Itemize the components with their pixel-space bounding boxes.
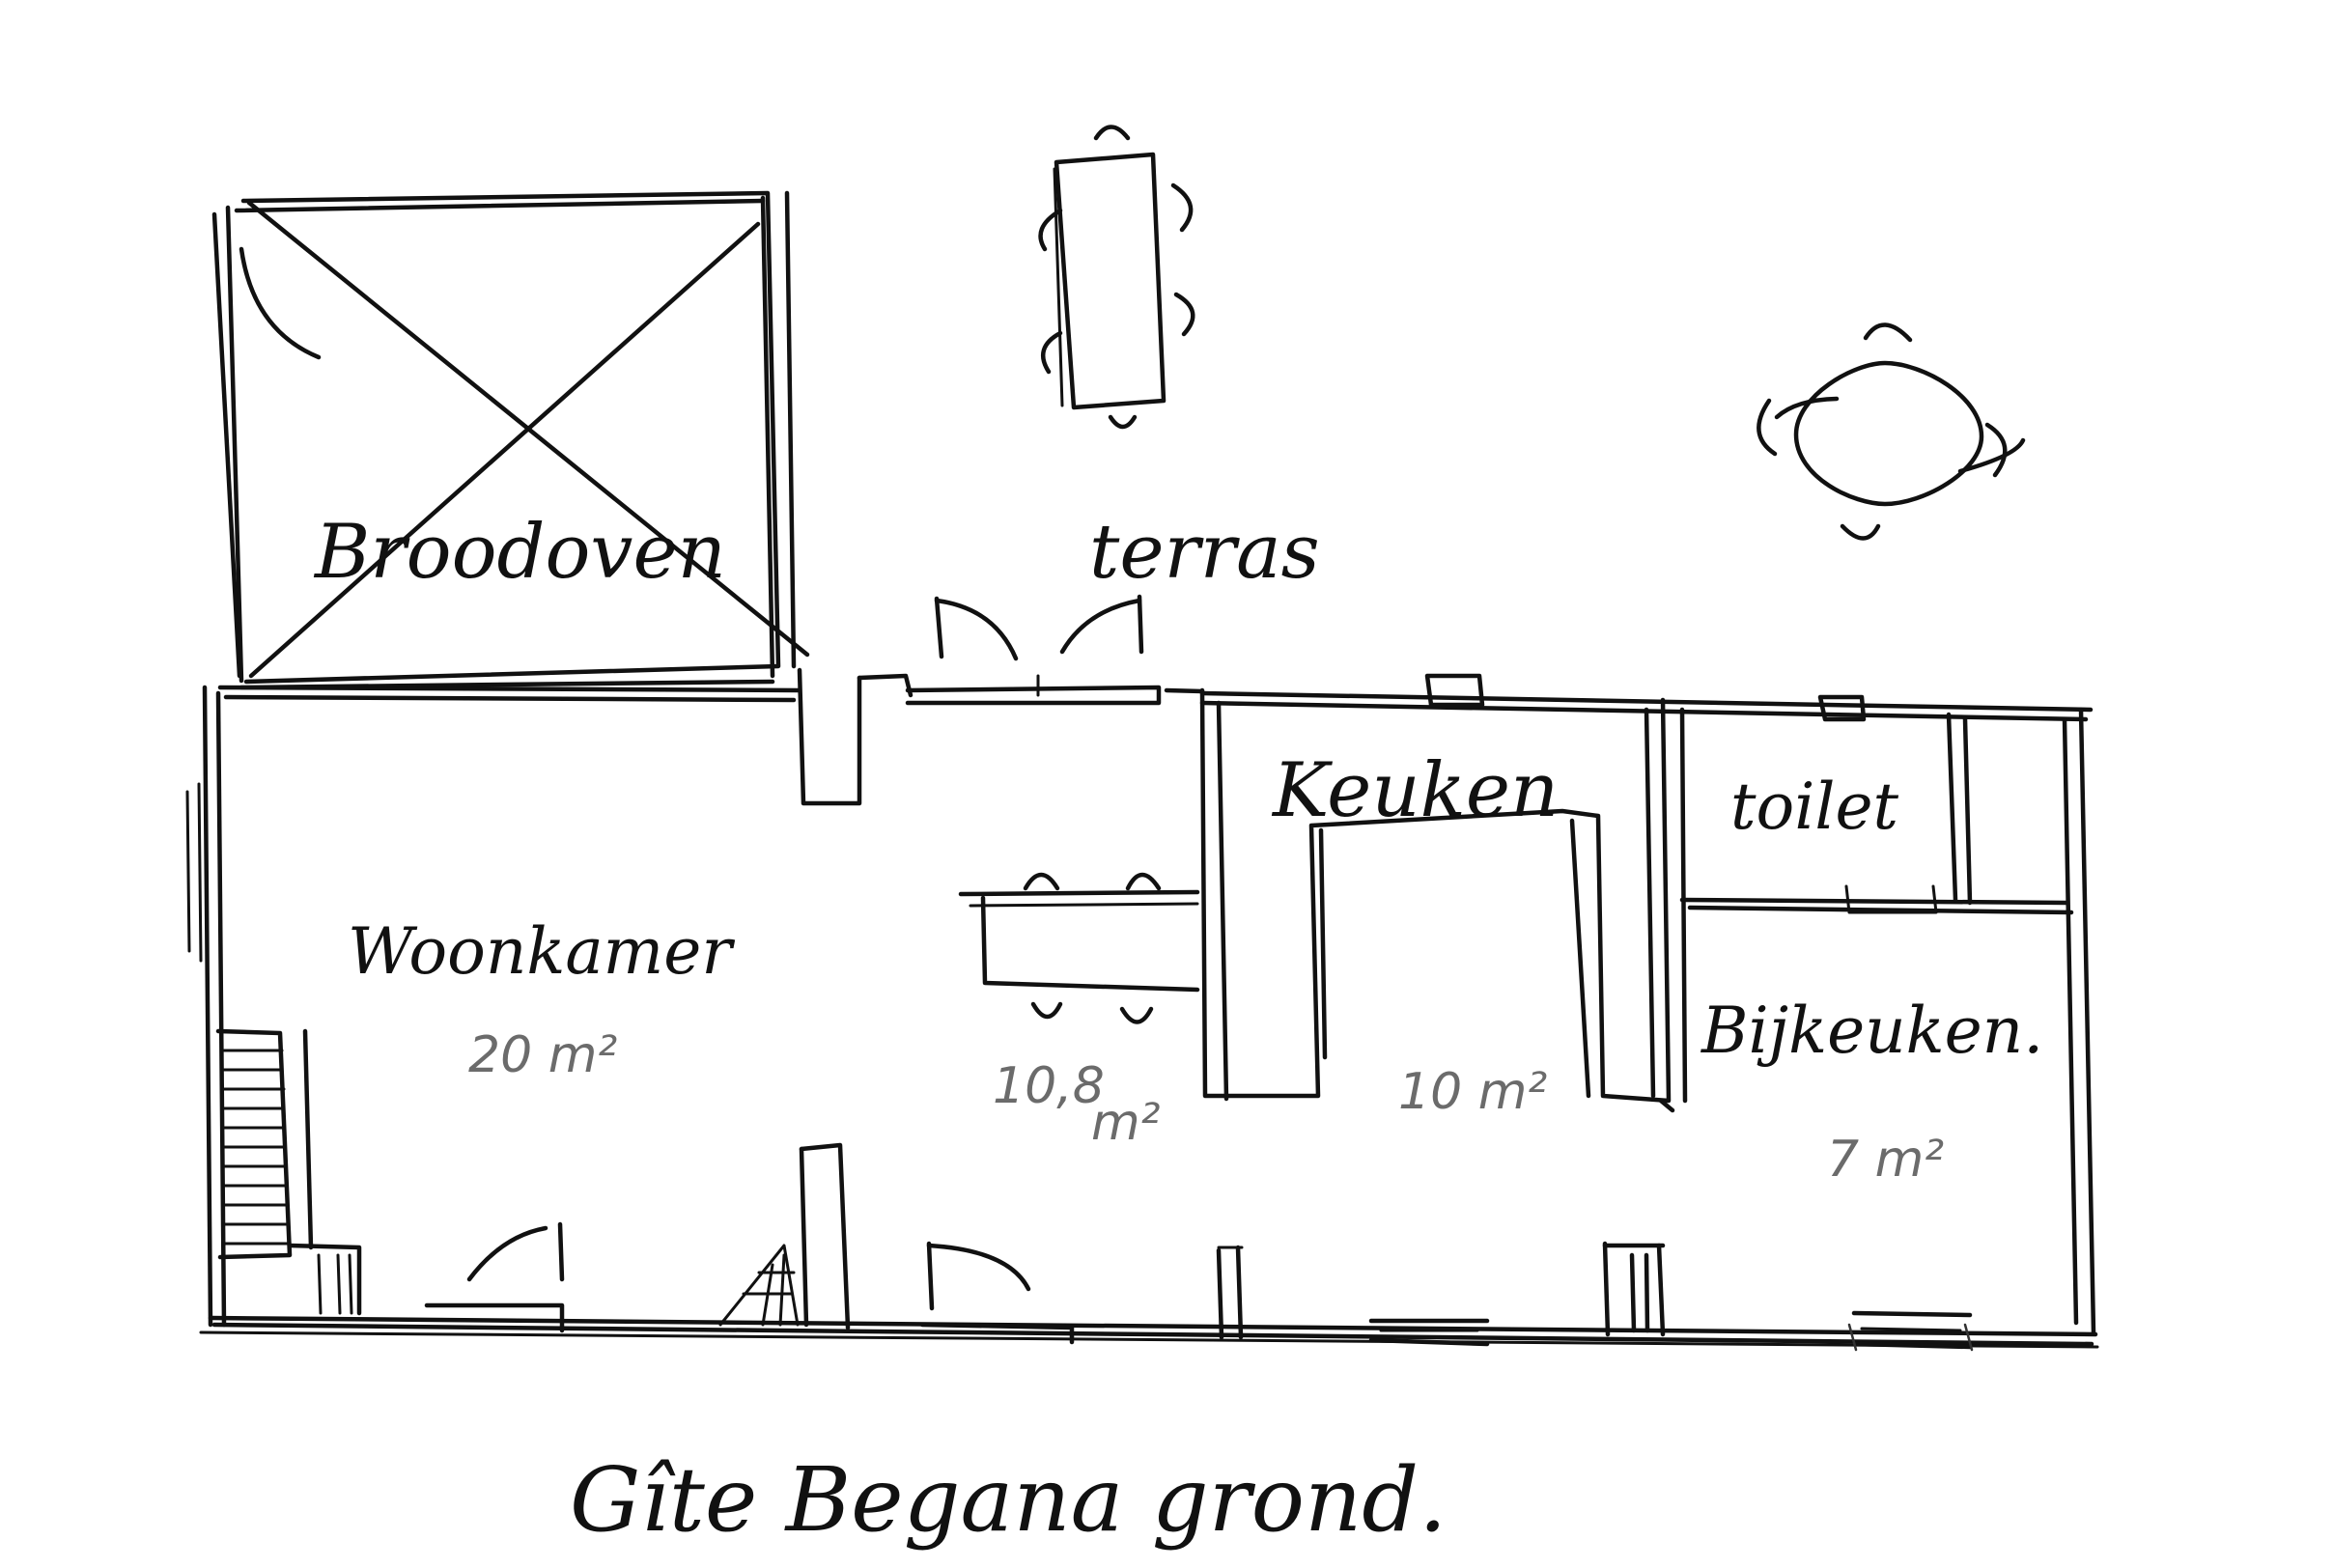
keuken-walls (1199, 673, 1688, 1113)
house-walls (185, 667, 2099, 1349)
toilet-label: toilet (1730, 770, 1899, 844)
round-table-icon (1757, 322, 2026, 541)
toilet-walls (1679, 694, 2074, 915)
keuken-label: Keuken (1271, 747, 1559, 834)
eetkamer-area-unit: m² (1091, 1094, 1161, 1152)
broodoven-label: Broodoven (313, 509, 726, 596)
terras-label: terras (1089, 509, 1320, 596)
dining-table-icon (958, 872, 1200, 1024)
outdoor-table-icon (1038, 125, 1195, 430)
stairs-icon (215, 1028, 362, 1316)
woonkamer-area: 20 m² (468, 1026, 617, 1084)
chimney-column (718, 1142, 851, 1330)
window-icon (1368, 1310, 1974, 1352)
bijkeuken-area: 7 m² (1827, 1131, 1944, 1189)
woonkamer-label: Woonkamer (348, 914, 735, 989)
eetkamer-area-number: 10,8 (993, 1057, 1105, 1115)
keuken-area: 10 m² (1398, 1063, 1547, 1121)
door-icon (424, 594, 1666, 1345)
page-title: Gîte Begana grond. (570, 1448, 1447, 1552)
bijkeuken-label: Bijkeuken. (1701, 994, 2043, 1068)
broodoven-box (211, 190, 810, 690)
